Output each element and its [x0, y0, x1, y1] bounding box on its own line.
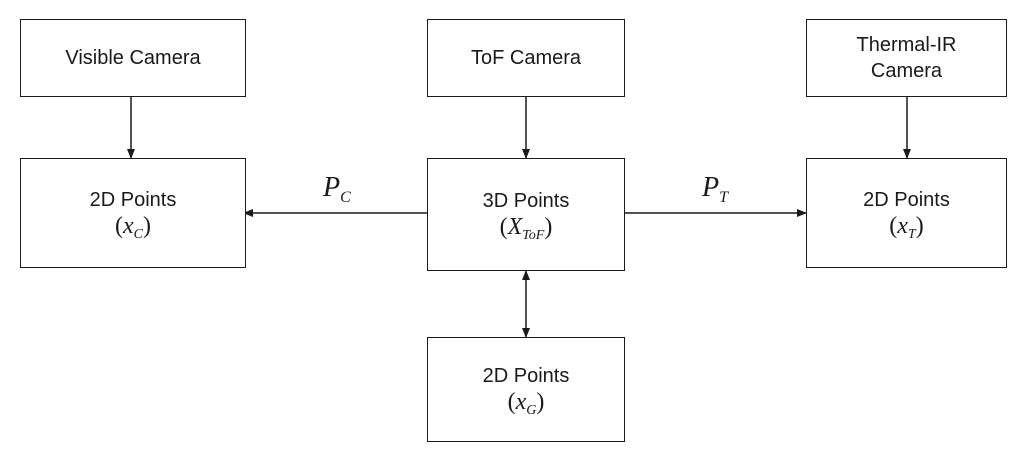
points-2d-c-symbol: (xC) [115, 212, 151, 242]
points-3d-label: 3D Points [482, 190, 570, 213]
points-3d-symbol: (XToF) [499, 214, 553, 244]
points-2d-c-label: 2D Points [89, 188, 177, 211]
points-2d-t-box: 2D Points (xT) [806, 158, 1007, 268]
tof-camera-label: ToF Camera [470, 47, 582, 69]
projection-label-pc: PC [323, 172, 351, 206]
points-2d-g-symbol: (xG) [507, 389, 545, 419]
projection-label-pt: PT [702, 172, 729, 206]
thermal-ir-camera-label-line2: Camera [870, 60, 943, 82]
visible-camera-label: Visible Camera [65, 47, 201, 69]
thermal-ir-camera-label-line1: Thermal-IR [856, 34, 957, 56]
points-2d-t-symbol: (xT) [889, 212, 924, 242]
tof-camera-box: ToF Camera [427, 19, 625, 97]
visible-camera-box: Visible Camera [20, 19, 246, 97]
points-2d-g-box: 2D Points (xG) [427, 337, 625, 442]
points-2d-g-label: 2D Points [482, 365, 570, 388]
points-2d-c-box: 2D Points (xC) [20, 158, 246, 268]
thermal-ir-camera-box: Thermal-IR Camera [806, 19, 1007, 97]
points-2d-t-label: 2D Points [863, 188, 950, 211]
points-3d-box: 3D Points (XToF) [427, 158, 625, 271]
